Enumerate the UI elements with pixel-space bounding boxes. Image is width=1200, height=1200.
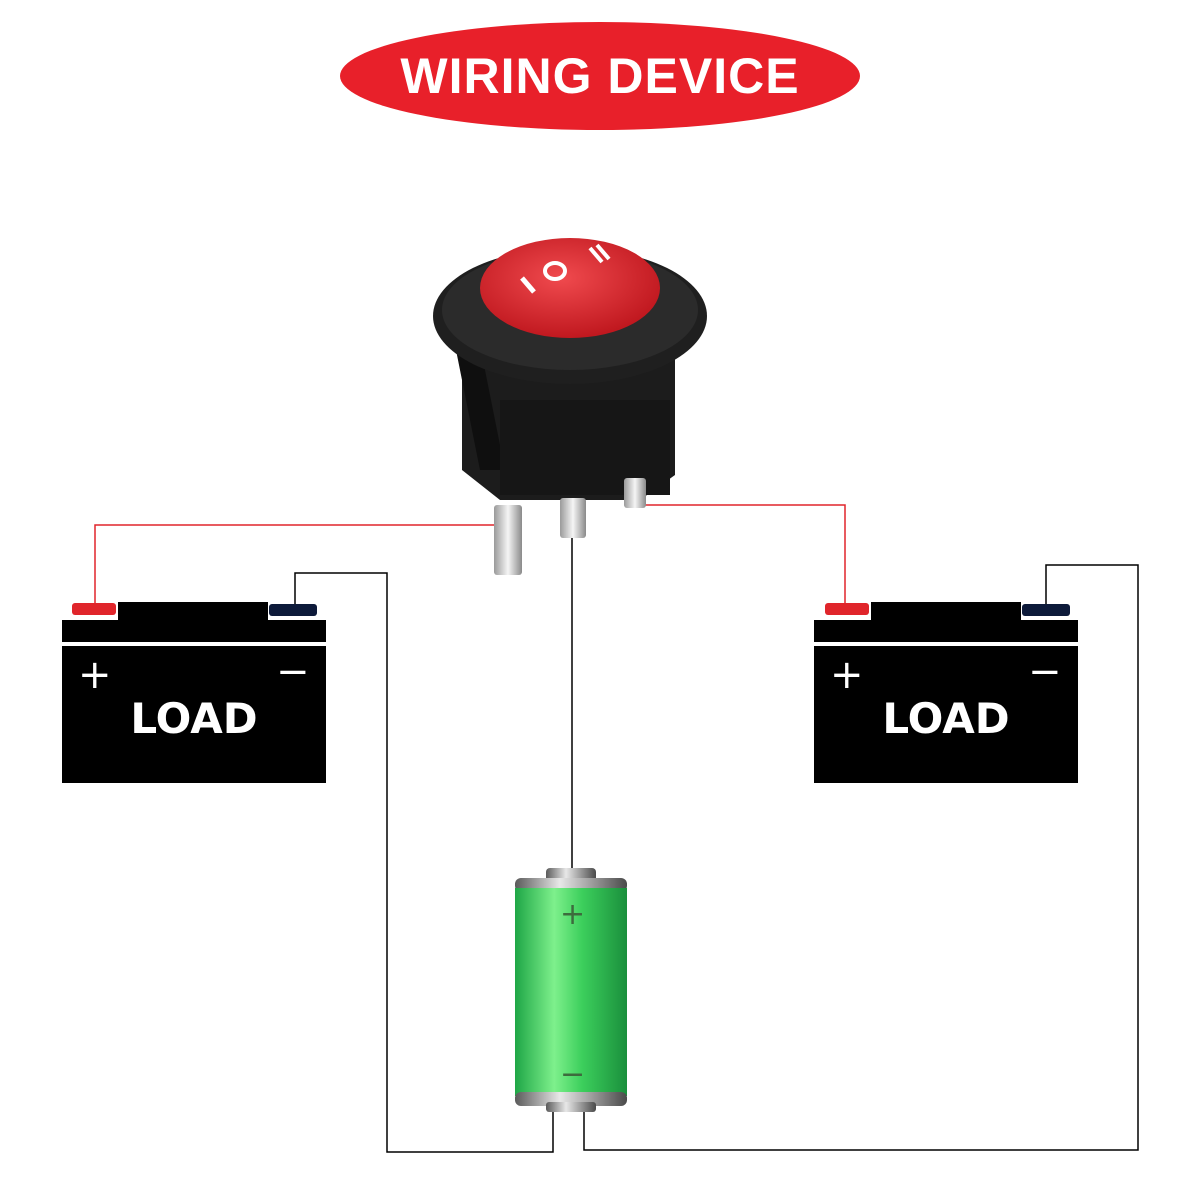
power-cell-plus: + [560, 897, 586, 932]
title-text: WIRING DEVICE [400, 48, 800, 104]
right-load-label: LOAD [882, 694, 1010, 743]
wires [94, 504, 1139, 1153]
power-cell-icon [515, 868, 627, 1112]
right-load-plus: + [830, 652, 864, 698]
right-negative-wire [583, 564, 1139, 1151]
power-cell-minus: − [560, 1057, 586, 1092]
right-load-minus: − [1028, 649, 1062, 695]
rocker-switch-icon [433, 238, 707, 575]
left-negative-wire [294, 572, 554, 1153]
left-positive-wire [94, 524, 495, 605]
left-load-label: LOAD [130, 694, 258, 743]
left-load-plus: + [78, 652, 112, 698]
left-load-minus: − [276, 649, 310, 695]
right-load-battery-icon [814, 602, 1078, 783]
title-banner: WIRING DEVICE [340, 22, 860, 130]
right-positive-wire [640, 504, 846, 605]
left-load-battery-icon [62, 602, 326, 783]
